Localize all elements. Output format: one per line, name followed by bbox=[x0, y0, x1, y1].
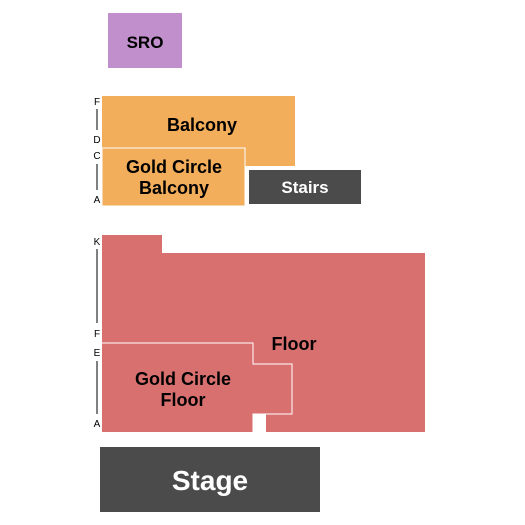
balcony-row-indicator: F D bbox=[93, 97, 100, 146]
row-label-floor-bottom: F bbox=[94, 329, 100, 340]
floor-row-indicator: K F bbox=[94, 237, 101, 340]
gold-circle-balcony-label-line1: Gold Circle bbox=[126, 157, 222, 177]
section-gold-circle-balcony[interactable]: Gold Circle Balcony bbox=[101, 147, 246, 207]
gold-circle-floor-area[interactable] bbox=[102, 343, 292, 432]
gold-circle-floor-outline bbox=[102, 342, 293, 432]
stage-label: Stage bbox=[172, 465, 248, 496]
gold-circle-balcony-outline bbox=[101, 147, 246, 207]
gold-circle-balcony-label-line2: Balcony bbox=[139, 178, 209, 198]
section-balcony[interactable]: Balcony bbox=[102, 96, 295, 166]
section-gold-circle-floor[interactable]: Gold Circle Floor bbox=[102, 342, 293, 432]
balcony-area[interactable] bbox=[102, 96, 295, 166]
row-label-gold-floor-bottom: A bbox=[94, 419, 101, 430]
row-label-gold-balcony-top: C bbox=[93, 151, 100, 162]
row-label-balcony-bottom: D bbox=[93, 135, 100, 146]
row-label-balcony-top: F bbox=[94, 97, 100, 108]
sro-label: SRO bbox=[127, 33, 164, 52]
stage-area bbox=[100, 447, 320, 512]
gold-circle-floor-label-line2: Floor bbox=[161, 390, 206, 410]
stairs-label: Stairs bbox=[281, 178, 328, 197]
stairs-area bbox=[249, 170, 361, 204]
stairs-block: Stairs bbox=[249, 170, 361, 204]
gold-balcony-row-indicator: C A bbox=[93, 151, 100, 206]
sro-area[interactable] bbox=[108, 13, 182, 68]
row-label-floor-top: K bbox=[94, 237, 101, 248]
stage-block: Stage bbox=[100, 447, 320, 512]
section-floor[interactable]: Floor bbox=[102, 235, 425, 432]
floor-area[interactable] bbox=[102, 235, 425, 432]
balcony-label: Balcony bbox=[167, 115, 237, 135]
row-label-gold-floor-top: E bbox=[94, 348, 101, 359]
row-label-gold-balcony-bottom: A bbox=[94, 195, 101, 206]
gold-circle-floor-label-line1: Gold Circle bbox=[135, 369, 231, 389]
gold-floor-row-indicator: E A bbox=[94, 348, 101, 430]
section-sro[interactable]: SRO bbox=[108, 13, 182, 68]
floor-label: Floor bbox=[272, 334, 317, 354]
gold-circle-balcony-area[interactable] bbox=[102, 148, 245, 206]
